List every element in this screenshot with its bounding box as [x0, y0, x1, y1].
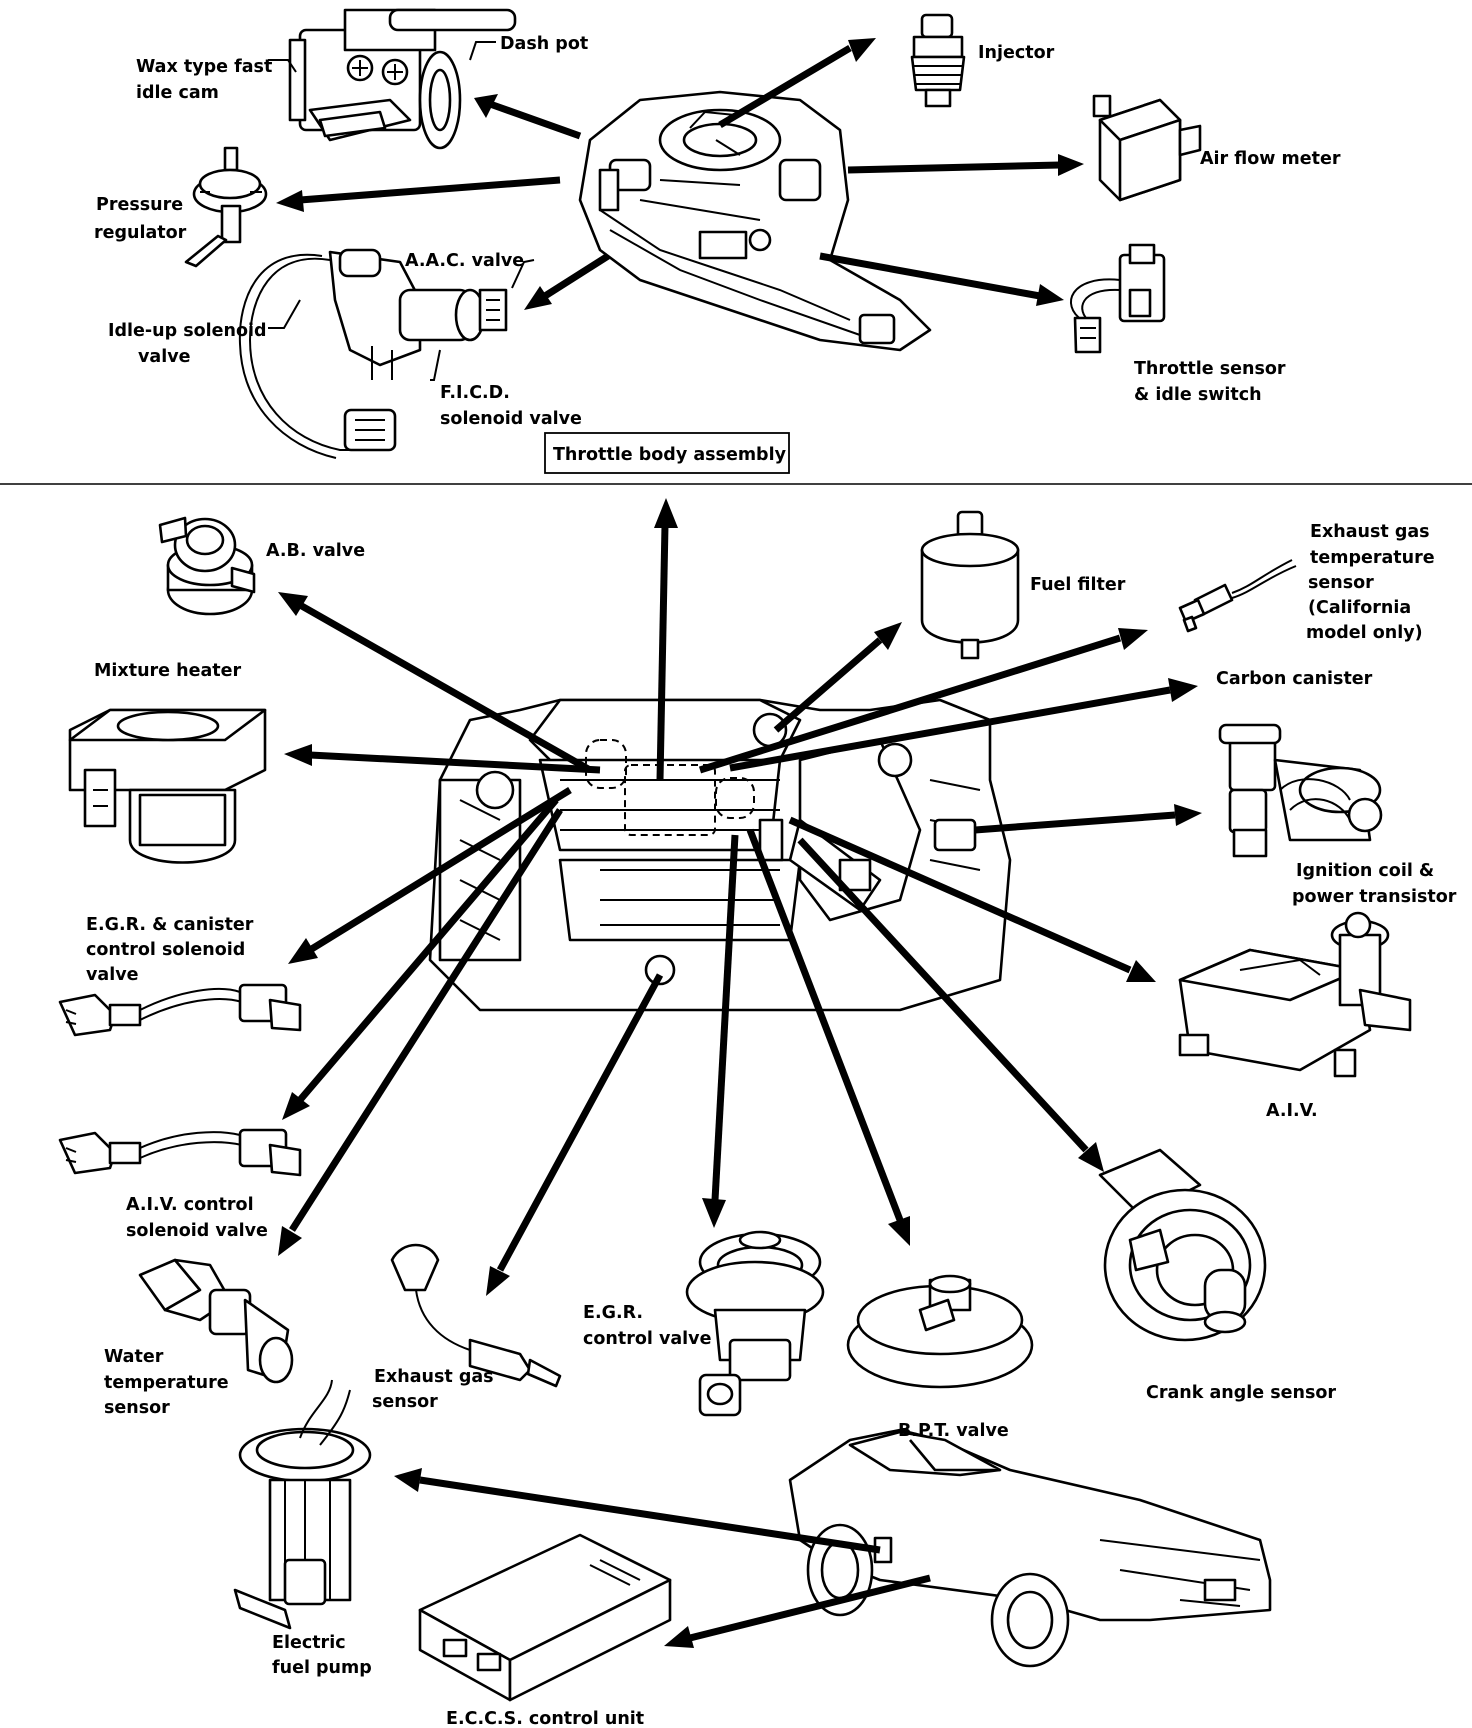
fuel-filter-illustration — [920, 510, 1020, 660]
arrow-to-throttle-body — [654, 498, 678, 781]
electric-fuel-pump-illustration — [233, 1379, 372, 1630]
arrow-to-ignition-coil — [974, 804, 1202, 834]
arrow-to-carbon-canister — [729, 678, 1198, 772]
arrow-to-eccs-control-unit — [664, 1574, 931, 1648]
label-throttle-body-assembly: Throttle body assembly — [553, 445, 787, 465]
label-aiv-control-solenoid-valve: A.I.V. control solenoid valve — [126, 1195, 268, 1241]
exhaust-gas-sensor-illustration — [390, 1243, 562, 1388]
label-throttle-sensor-idle-switch: Throttle sensor & idle switch — [1134, 359, 1292, 405]
label-exhaust-gas-sensor: Exhaust gas sensor — [372, 1367, 500, 1412]
label-water-temperature-sensor: Water temperature sensor — [104, 1347, 235, 1418]
label-eccs-control-unit: E.C.C.S. control unit — [446, 1709, 644, 1728]
egr-control-valve-illustration — [685, 1230, 825, 1417]
leader-lines — [268, 41, 535, 381]
aiv-control-solenoid-illustration — [58, 1128, 302, 1177]
arrow-to-fuel-filter — [773, 622, 902, 733]
label-ignition-coil-power-transistor: Ignition coil & power transistor — [1292, 861, 1457, 907]
air-flow-meter-illustration — [1092, 94, 1202, 202]
arrow-to-exhaust-gas-temperature-sensor — [698, 628, 1148, 774]
throttle-body-assembly-illustration — [578, 90, 932, 352]
egr-canister-solenoid-illustration — [58, 983, 302, 1037]
label-pressure-regulator: Pressure regulator — [94, 195, 189, 243]
label-exhaust-gas-temperature-sensor: Exhaust gas temperature sensor (Californ… — [1306, 522, 1441, 643]
throttle-sensor-illustration — [1070, 243, 1166, 354]
ignition-coil-illustration — [1218, 723, 1383, 858]
arrow-to-injector — [718, 38, 876, 129]
engine-illustration — [428, 698, 1012, 1012]
car-illustration — [788, 1428, 1272, 1668]
water-temperature-sensor-illustration — [138, 1258, 294, 1384]
fast-idle-cam-dash-pot-illustration — [288, 8, 517, 150]
arrow-to-egr-control-valve — [702, 834, 739, 1228]
eccs-control-unit-illustration — [418, 1533, 672, 1702]
label-electric-fuel-pump: Electric fuel pump — [272, 1633, 372, 1678]
arrow-to-fast-idle-cam — [474, 94, 582, 140]
label-bpt-valve: B.P.T. valve — [898, 1421, 1009, 1441]
arrow-to-ab-valve — [278, 592, 592, 774]
arrow-to-throttle-sensor — [819, 252, 1064, 306]
exhaust-gas-temperature-sensor-illustration — [1178, 559, 1297, 633]
arrow-to-crank-angle-sensor — [797, 837, 1104, 1172]
label-wax-type-fast-idle-cam: Wax type fast idle cam — [136, 57, 278, 103]
ab-valve-illustration — [158, 516, 256, 616]
label-dash-pot: Dash pot — [500, 34, 588, 54]
bpt-valve-illustration — [846, 1274, 1034, 1389]
label-air-flow-meter: Air flow meter — [1200, 149, 1341, 169]
label-mixture-heater: Mixture heater — [94, 661, 241, 681]
injector-illustration — [910, 13, 966, 108]
label-carbon-canister: Carbon canister — [1216, 669, 1373, 689]
arrow-to-egr-canister-solenoid — [288, 787, 572, 964]
arrow-to-exhaust-gas-sensor — [486, 973, 664, 1296]
label-aiv: A.I.V. — [1266, 1101, 1318, 1121]
arrow-to-aiv — [788, 816, 1156, 982]
arrow-to-mixture-heater — [284, 744, 601, 774]
pressure-regulator-illustration — [184, 146, 268, 268]
aac-idle-up-ficd-illustration — [238, 248, 508, 459]
arrows — [276, 38, 1202, 1648]
mixture-heater-illustration — [68, 708, 267, 864]
labels: Wax type fast idle cam Dash pot Injector… — [86, 34, 1457, 1728]
label-crank-angle-sensor: Crank angle sensor — [1146, 1383, 1336, 1403]
label-ficd-solenoid-valve: F.I.C.D. solenoid valve — [440, 383, 582, 429]
label-idle-up-solenoid-valve: Idle-up solenoid valve — [108, 321, 273, 367]
crank-angle-sensor-illustration — [1098, 1148, 1267, 1342]
arrow-to-aac-valve — [524, 253, 610, 310]
arrow-to-air-flow-meter — [847, 154, 1084, 176]
label-fuel-filter: Fuel filter — [1030, 575, 1126, 595]
arrow-to-bpt-valve — [746, 828, 910, 1246]
arrow-to-pressure-regulator — [276, 176, 561, 212]
throttle-body-assembly-box — [544, 432, 790, 474]
arrow-to-aiv-control-solenoid — [282, 797, 559, 1120]
label-egr-canister-control-solenoid-valve: E.G.R. & canister control solenoid valve — [86, 915, 260, 985]
label-injector: Injector — [978, 43, 1055, 63]
arrow-to-electric-fuel-pump — [394, 1468, 881, 1554]
label-ab-valve: A.B. valve — [266, 541, 365, 561]
label-aac-valve: A.A.C. valve — [405, 251, 524, 271]
aiv-illustration — [1178, 911, 1412, 1078]
label-egr-control-valve: E.G.R. control valve — [583, 1303, 712, 1349]
arrow-to-water-temperature-sensor — [278, 808, 563, 1256]
